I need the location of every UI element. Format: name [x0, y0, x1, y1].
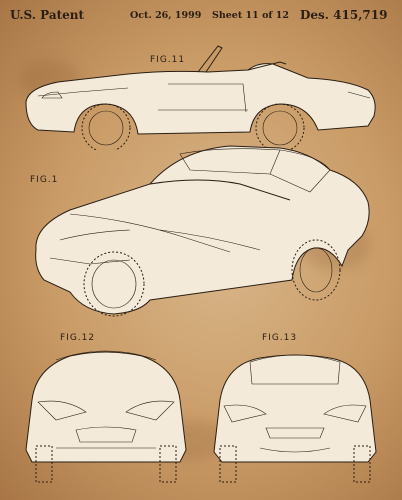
design-number: Des. 415,719 [300, 8, 388, 22]
fig11-side-view-drawing [25, 45, 376, 150]
fig1-perspective-drawing [35, 145, 370, 317]
fig1-label: FIG.1 [30, 175, 59, 185]
fig11-label: FIG.11 [150, 55, 186, 65]
sheet-number: Sheet 11 of 12 [212, 10, 290, 21]
fig12-label: FIG.12 [60, 333, 96, 343]
fig13-label: FIG.13 [262, 333, 298, 343]
fig12-front-view-drawing [25, 350, 187, 483]
patent-date: Oct. 26, 1999 [130, 10, 202, 21]
fig13-rear-view-drawing [213, 354, 377, 483]
patent-label: U.S. Patent [10, 8, 85, 22]
